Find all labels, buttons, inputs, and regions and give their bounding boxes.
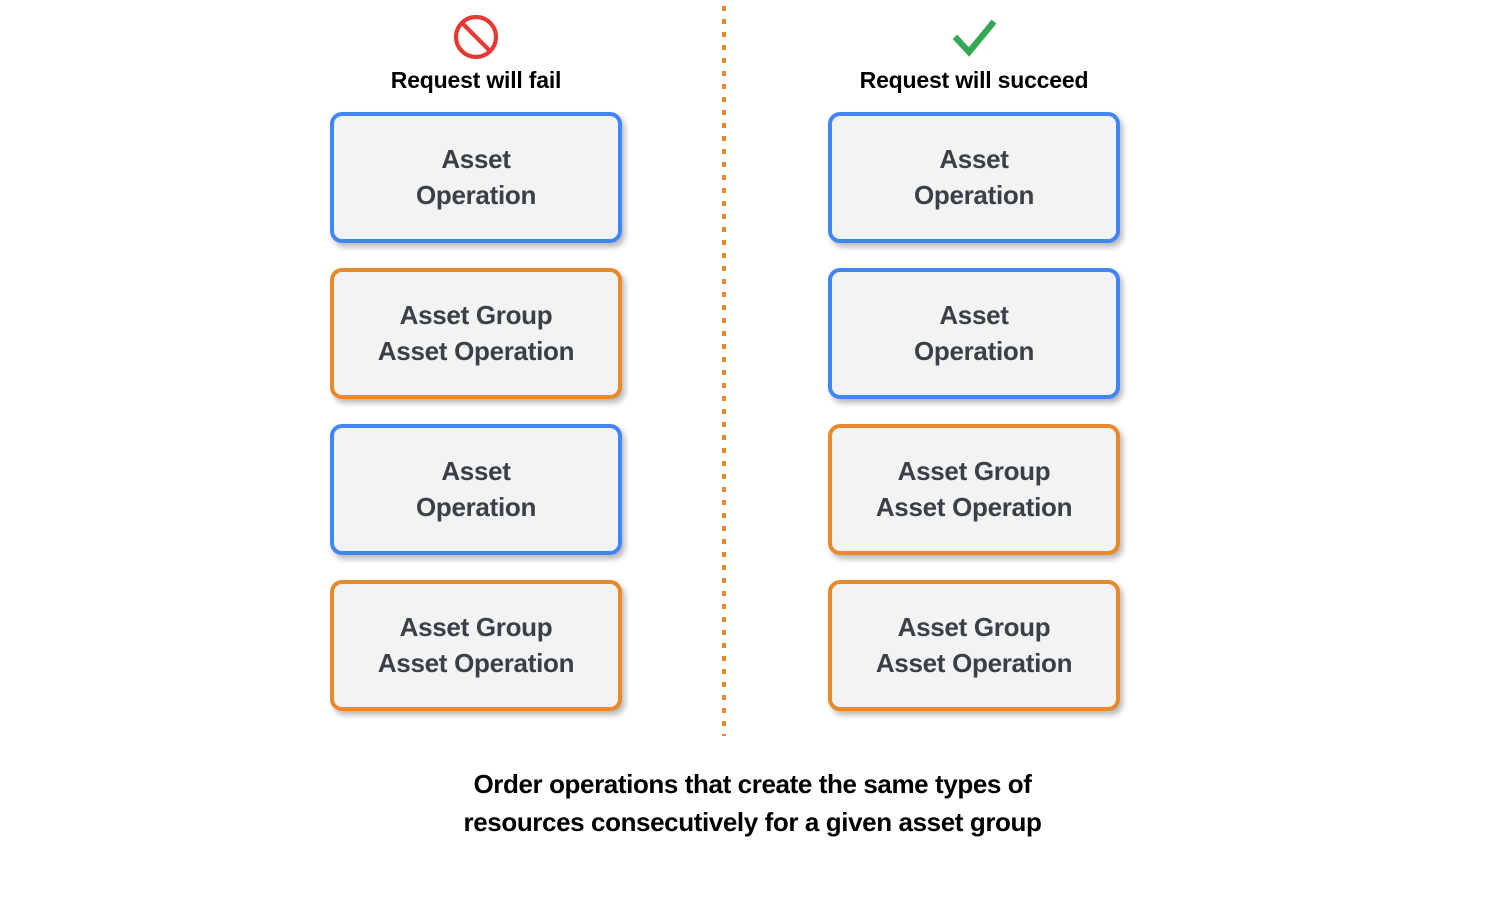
column-header-fail: Request will fail xyxy=(306,12,646,93)
operation-card-label: Asset Group Asset Operation xyxy=(377,611,575,678)
operation-card-label: Asset Group Asset Operation xyxy=(377,299,575,366)
column-title-succeed: Request will succeed xyxy=(859,67,1089,93)
operation-card-label: Asset Operation xyxy=(913,299,1035,366)
operation-card-asset-group[interactable]: Asset Group Asset Operation xyxy=(330,580,622,711)
checkmark-icon xyxy=(952,19,997,57)
operation-card-label: Asset Group Asset Operation xyxy=(875,455,1073,522)
operation-card-asset[interactable]: Asset Operation xyxy=(330,424,622,555)
operation-card-label: Asset Operation xyxy=(415,143,537,210)
prohibition-icon xyxy=(453,14,499,60)
operation-stack-fail: Asset Operation Asset Group Asset Operat… xyxy=(330,112,622,736)
operation-stack-succeed: Asset Operation Asset Operation Asset Gr… xyxy=(828,112,1120,736)
operation-card-label: Asset Group Asset Operation xyxy=(875,611,1073,678)
diagram-caption: Order operations that create the same ty… xyxy=(463,769,1042,837)
operation-card-asset-group[interactable]: Asset Group Asset Operation xyxy=(828,424,1120,555)
operation-card-label: Asset Operation xyxy=(415,455,537,522)
column-title-fail: Request will fail xyxy=(390,67,562,93)
operation-card-asset[interactable]: Asset Operation xyxy=(330,112,622,243)
operation-card-asset-group[interactable]: Asset Group Asset Operation xyxy=(828,580,1120,711)
column-divider xyxy=(722,6,726,736)
column-header-succeed: Request will succeed xyxy=(804,12,1144,93)
operation-card-asset-group[interactable]: Asset Group Asset Operation xyxy=(330,268,622,399)
operation-card-asset[interactable]: Asset Operation xyxy=(828,268,1120,399)
operation-card-label: Asset Operation xyxy=(913,143,1035,210)
operation-card-asset[interactable]: Asset Operation xyxy=(828,112,1120,243)
